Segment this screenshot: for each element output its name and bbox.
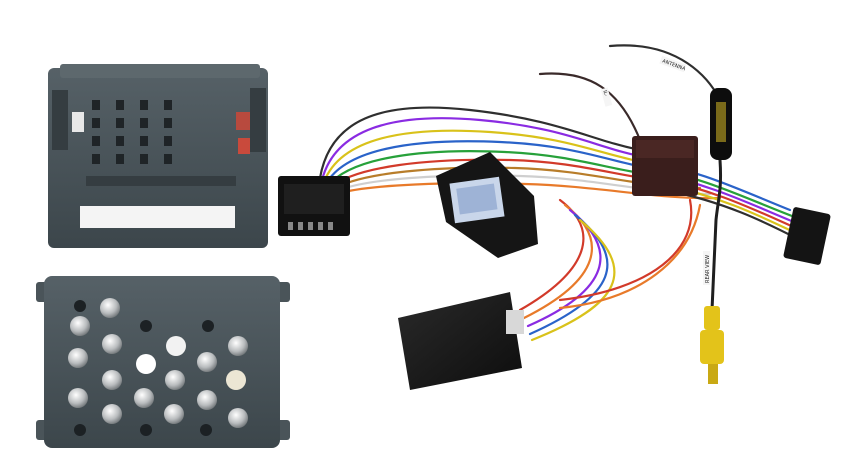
iso-connector	[278, 176, 350, 236]
control-box	[398, 292, 524, 390]
labeled-module	[436, 152, 538, 258]
connector-pins	[68, 298, 248, 428]
quadlock-connector-pinface	[36, 276, 290, 448]
quadlock-connector-side	[48, 64, 268, 248]
rca-plug	[700, 306, 724, 384]
right-connector	[783, 207, 831, 265]
tag-2: IL-	[601, 90, 608, 98]
inline-fuse	[710, 88, 732, 160]
tag-3: REAR VIEW	[705, 255, 711, 283]
junction-block	[632, 136, 698, 196]
